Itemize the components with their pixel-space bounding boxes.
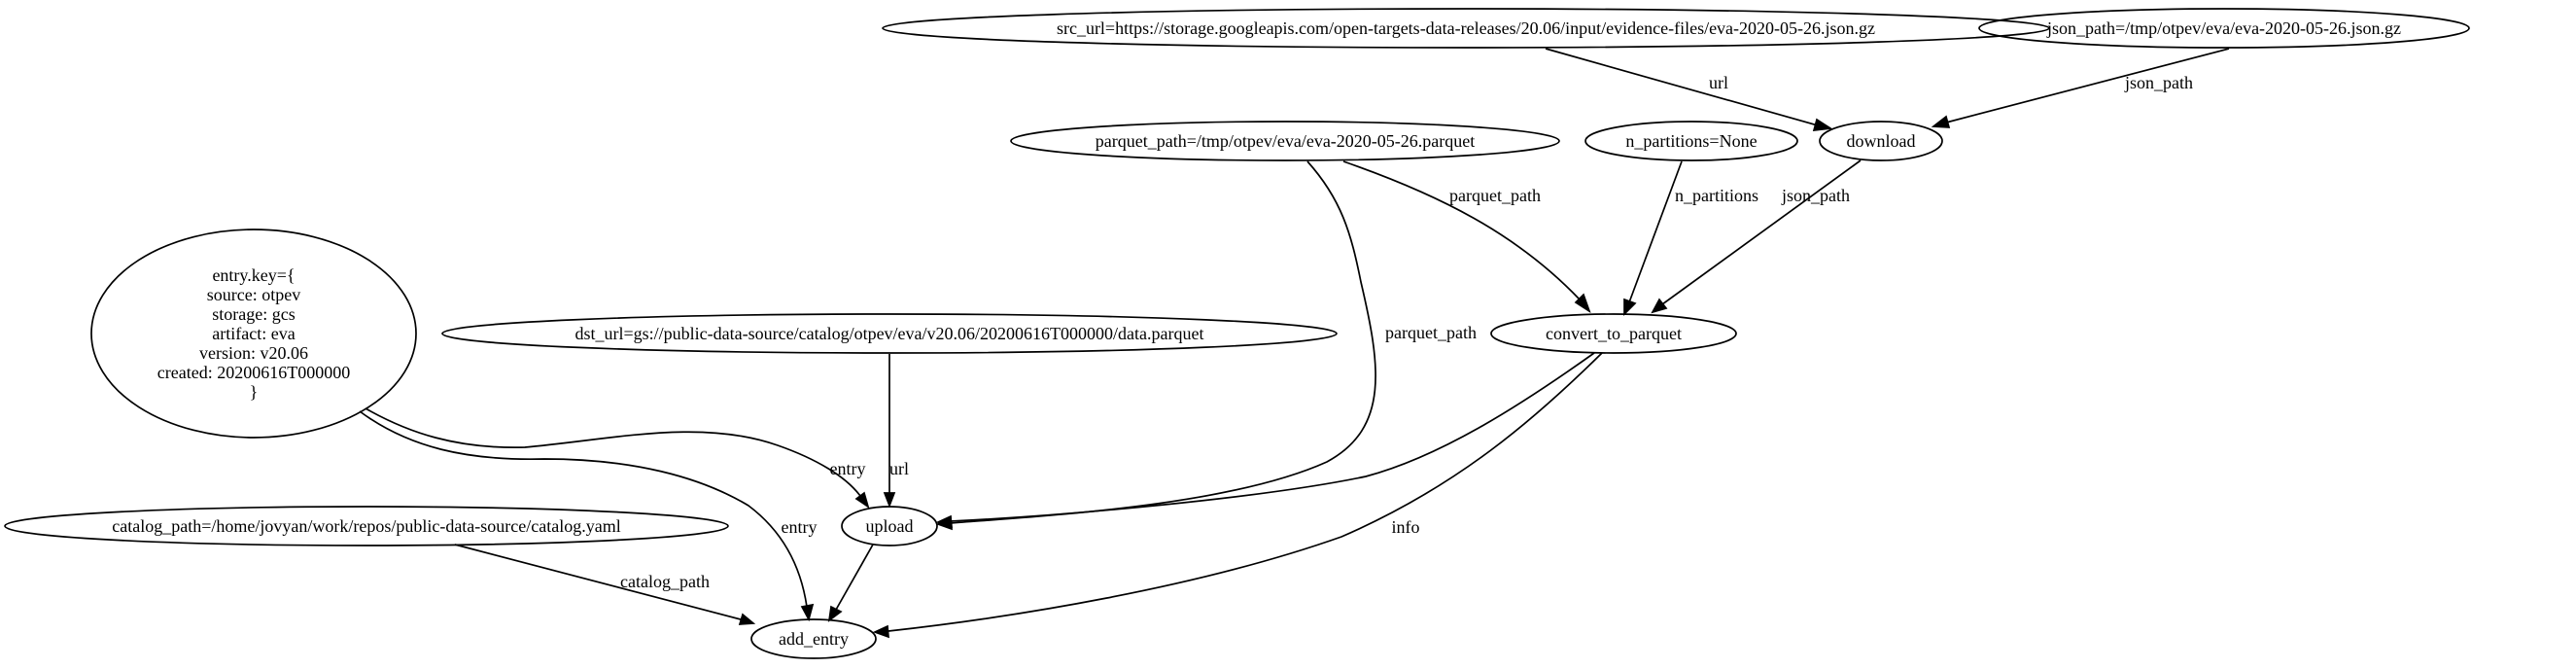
- node-upload: upload: [841, 506, 938, 546]
- edge-label-url-upload: url: [889, 459, 909, 478]
- node-src-url: src_url=https://storage.googleapis.com/o…: [882, 8, 2050, 49]
- entry-key-line-7: }: [250, 382, 259, 402]
- entry-key-line-6: created: 20200616T000000: [157, 363, 350, 382]
- edge-label-url-download: url: [1709, 73, 1728, 92]
- edge-parquet-path-to-upload: parquet_path: [935, 160, 1477, 531]
- node-src-url-label: src_url=https://storage.googleapis.com/o…: [1057, 18, 1875, 38]
- edge-label-n-partitions-convert: n_partitions: [1675, 186, 1758, 205]
- node-parquet-path: parquet_path=/tmp/otpev/eva/eva-2020-05-…: [1010, 121, 1560, 161]
- edge-entry-key-to-upload: entry: [365, 407, 870, 509]
- edge-json-path-to-download: json_path: [1931, 48, 2230, 128]
- edge-convert-to-add-entry: info: [872, 352, 1603, 639]
- node-json-path: json_path=/tmp/otpev/eva/eva-2020-05-26.…: [1978, 8, 2470, 49]
- edge-label-json-path-convert: json_path: [1781, 186, 1850, 205]
- node-entry-key: entry.key={ source: otpev storage: gcs a…: [90, 229, 417, 439]
- edge-convert-to-upload: [935, 352, 1595, 529]
- node-convert-to-parquet-label: convert_to_parquet: [1546, 324, 1682, 343]
- node-n-partitions-label: n_partitions=None: [1625, 131, 1757, 151]
- edge-download-to-convert: json_path: [1651, 159, 1862, 314]
- entry-key-line-1: entry.key={: [212, 265, 295, 285]
- edge-label-parquet-path-convert: parquet_path: [1449, 186, 1541, 205]
- edge-upload-to-add-entry: [827, 544, 874, 622]
- entry-key-line-3: storage: gcs: [212, 304, 295, 324]
- edge-catalog-path-to-add-entry: catalog_path: [454, 544, 756, 625]
- edge-label-entry-add-entry: entry: [782, 517, 818, 537]
- node-parquet-path-label: parquet_path=/tmp/otpev/eva/eva-2020-05-…: [1096, 131, 1476, 151]
- edge-dst-url-to-upload: url: [883, 354, 909, 509]
- node-dst-url-label: dst_url=gs://public-data-source/catalog/…: [575, 324, 1204, 343]
- edge-label-entry-upload: entry: [830, 459, 866, 478]
- entry-key-line-5: version: v20.06: [199, 343, 308, 363]
- node-download: download: [1819, 121, 1943, 161]
- node-dst-url: dst_url=gs://public-data-source/catalog/…: [441, 313, 1338, 354]
- edge-src-url-to-download: url: [1545, 48, 1833, 131]
- entry-key-line-2: source: otpev: [207, 285, 300, 304]
- edge-entry-key-to-add-entry: entry: [359, 410, 818, 622]
- node-catalog-path-label: catalog_path=/home/jovyan/work/repos/pub…: [112, 516, 620, 536]
- entry-key-line-4: artifact: eva: [212, 324, 295, 343]
- edge-parquet-path-to-convert: parquet_path: [1342, 160, 1591, 314]
- node-json-path-label: json_path=/tmp/otpev/eva/eva-2020-05-26.…: [2046, 18, 2401, 38]
- node-add-entry-label: add_entry: [779, 629, 849, 649]
- node-upload-label: upload: [866, 516, 914, 536]
- node-convert-to-parquet: convert_to_parquet: [1490, 313, 1737, 354]
- edge-label-info-add-entry: info: [1392, 517, 1420, 537]
- edge-n-partitions-to-convert: n_partitions: [1623, 160, 1758, 317]
- node-download-label: download: [1847, 131, 1916, 151]
- node-catalog-path: catalog_path=/home/jovyan/work/repos/pub…: [4, 506, 729, 546]
- edge-label-catalog-path-add-entry: catalog_path: [620, 572, 710, 591]
- node-add-entry: add_entry: [750, 618, 877, 659]
- edge-label-json-path-download: json_path: [2124, 73, 2193, 92]
- node-n-partitions: n_partitions=None: [1584, 121, 1798, 161]
- edge-label-parquet-path-upload: parquet_path: [1385, 323, 1477, 342]
